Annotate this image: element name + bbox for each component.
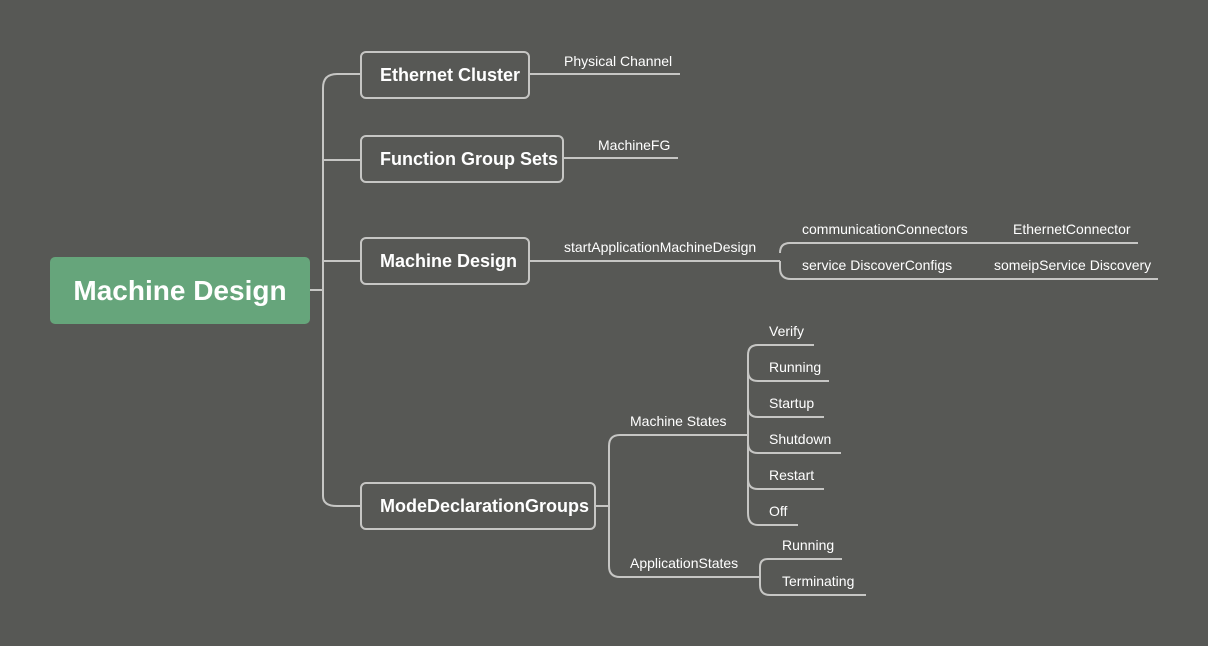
leaf-ethernet-connector[interactable]: EthernetConnector [1013,221,1131,237]
leaf-start-application-machine-design[interactable]: startApplicationMachineDesign [564,239,757,255]
leaf-communication-connectors[interactable]: communicationConnectors [802,221,968,237]
leaf-state-off[interactable]: Off [769,503,788,519]
leaf-machine-states[interactable]: Machine States [630,413,727,429]
leaf-app-running[interactable]: Running [782,537,835,553]
leaf-state-verify[interactable]: Verify [769,323,805,339]
leaf-app-terminating[interactable]: Terminating [782,573,855,589]
trunk-top-curve [322,73,360,89]
leaf-state-running[interactable]: Running [769,359,822,375]
branch-function-group-sets[interactable]: Function Group Sets [360,135,564,183]
branch-machine-design[interactable]: Machine Design [360,237,530,285]
leaf-machinefg[interactable]: MachineFG [598,137,671,153]
leaf-state-startup[interactable]: Startup [769,395,815,411]
connector-grandchildren [779,242,1000,254]
branch-mode-declaration-groups[interactable]: ModeDeclarationGroups [360,482,596,530]
leaf-state-shutdown[interactable]: Shutdown [769,431,832,447]
root-node[interactable]: Machine Design [50,257,310,324]
branch-ethernet-cluster[interactable]: Ethernet Cluster [360,51,530,99]
trunk-bottom-curve [322,495,360,507]
leaf-state-restart[interactable]: Restart [769,467,815,483]
leaf-service-discover-configs[interactable]: service DiscoverConfigs [802,257,953,273]
leaf-physical-channel[interactable]: Physical Channel [564,53,673,69]
connector-application-states [608,565,760,578]
connector-machine-states [608,434,748,447]
leaf-someip-service-discovery[interactable]: someipService Discovery [994,257,1152,273]
connector-grandchild-bottom [779,261,1000,280]
leaf-application-states[interactable]: ApplicationStates [630,555,739,571]
